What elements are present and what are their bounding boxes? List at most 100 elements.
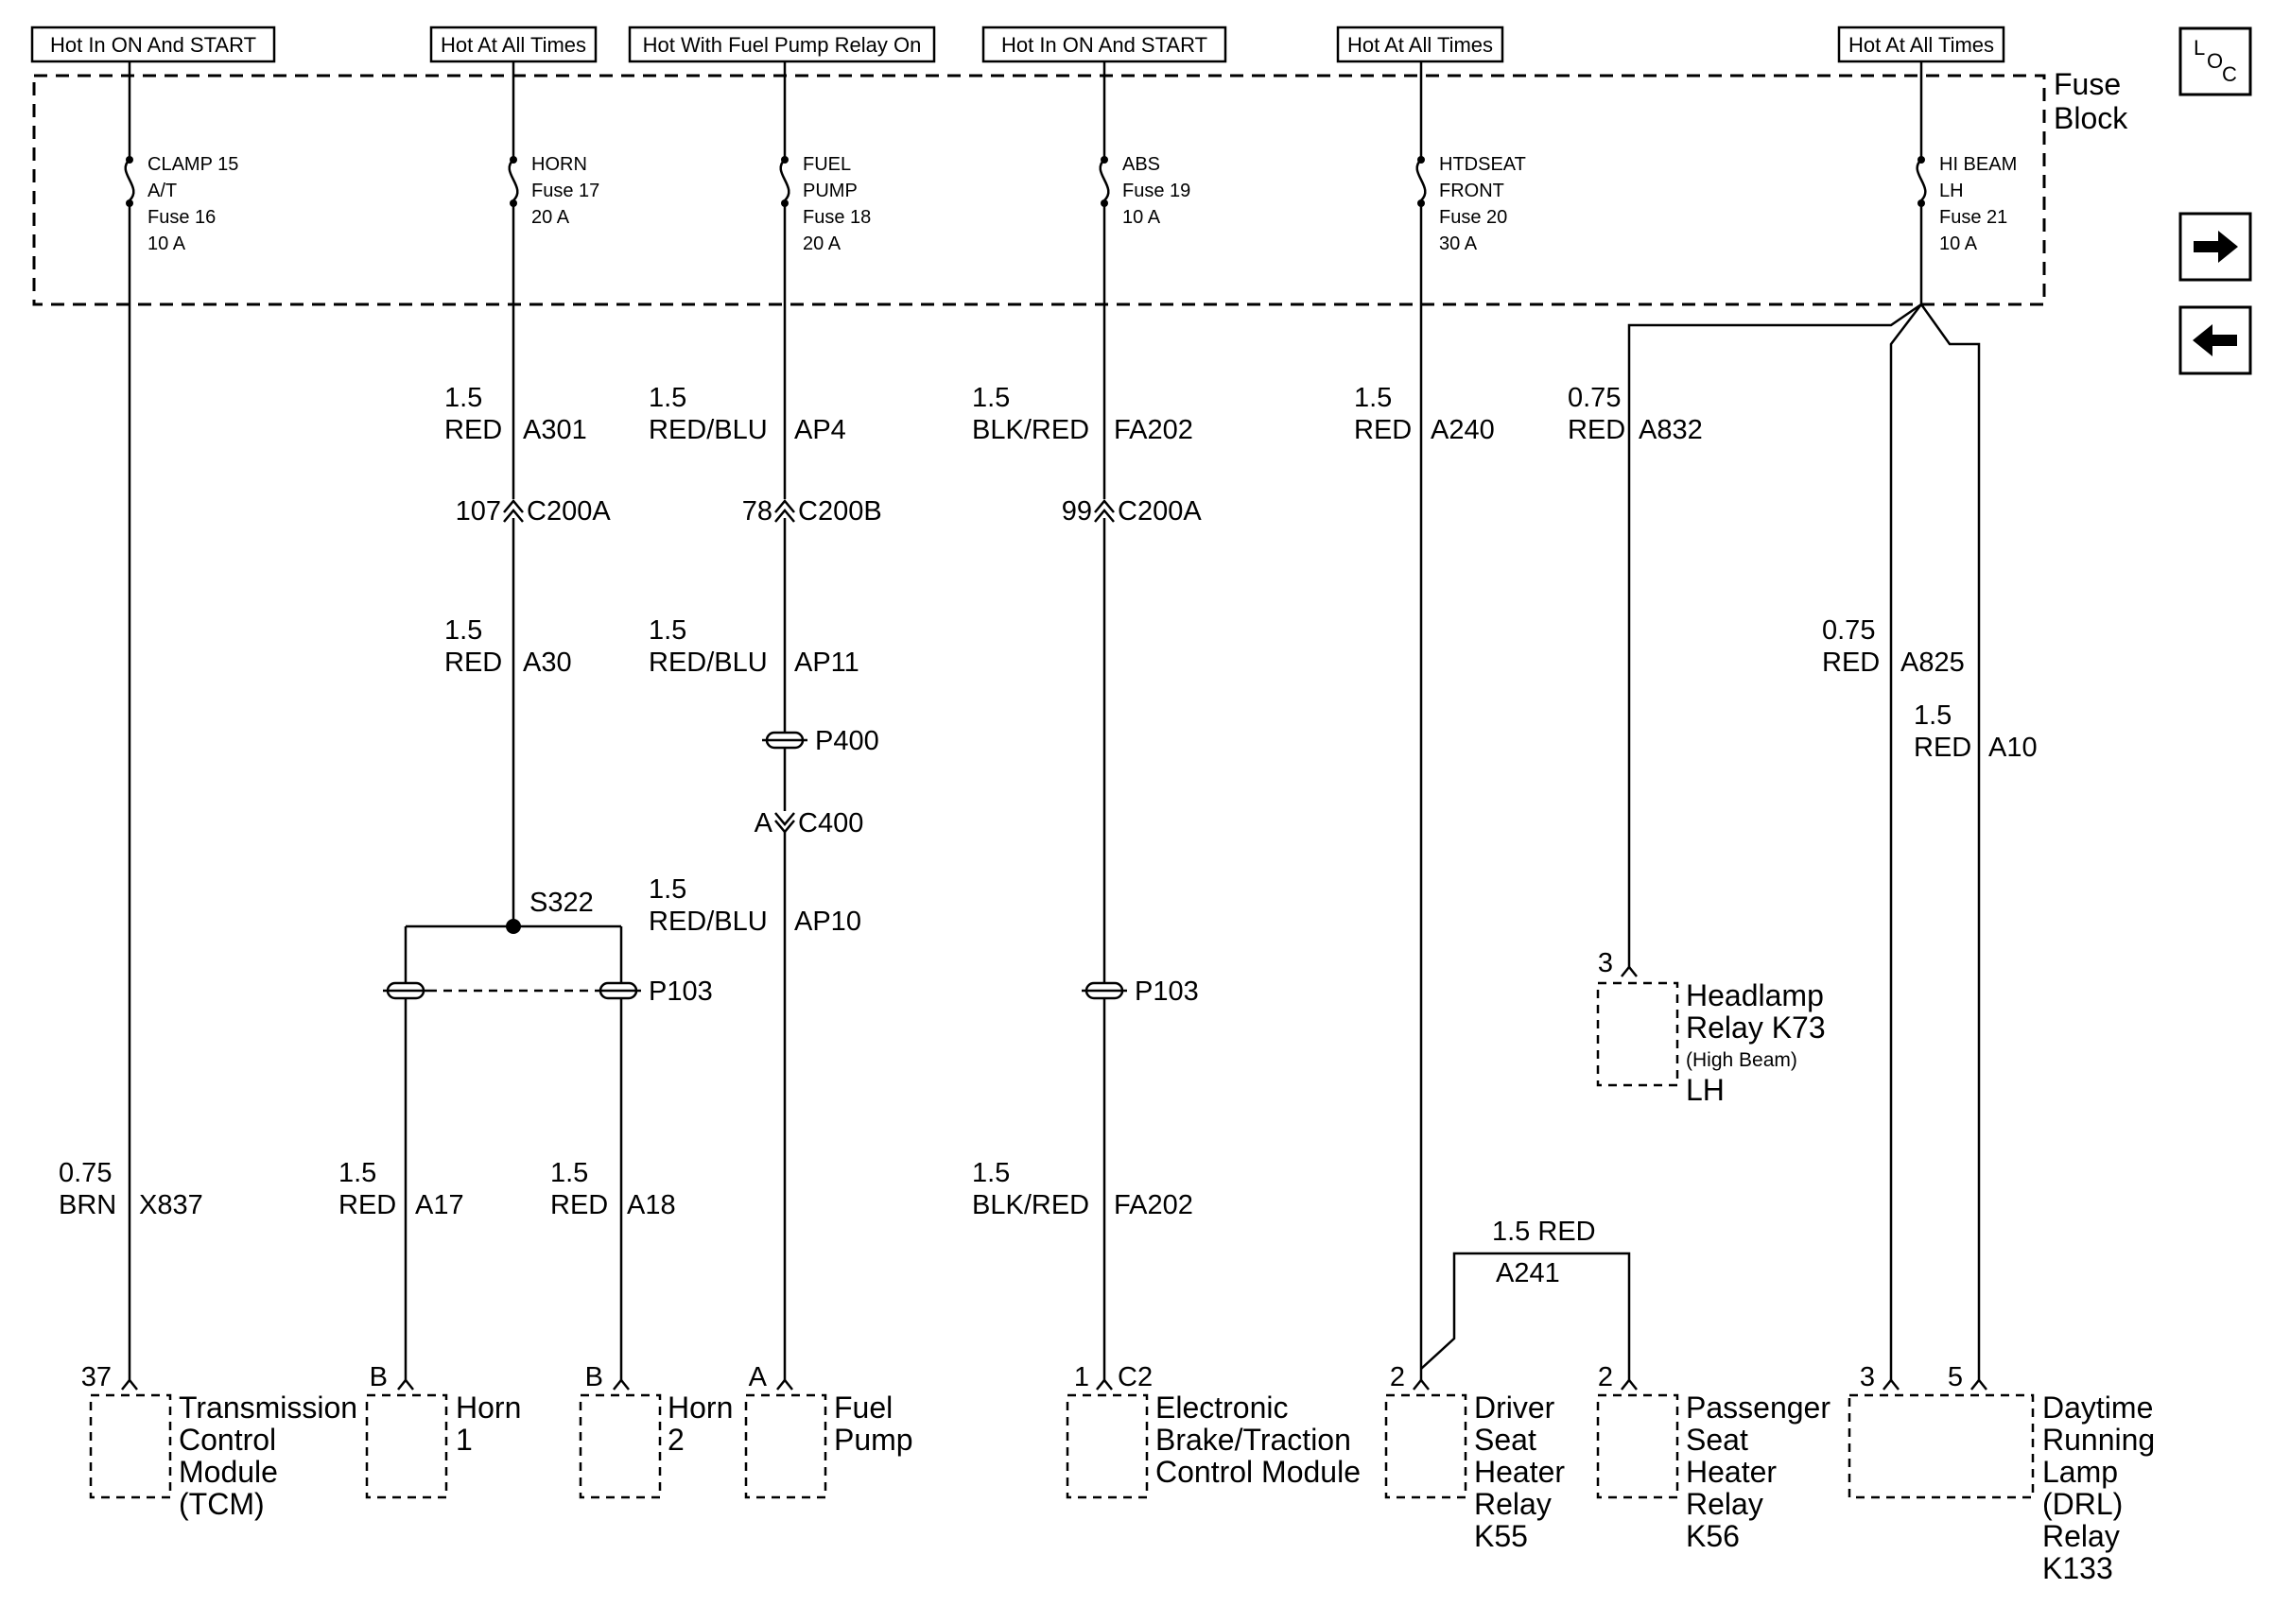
wire-a18-size: 1.5 (550, 1158, 588, 1188)
component-horn-2-line-2: 2 (668, 1423, 685, 1457)
pin-k133-3: 3 (1860, 1362, 1875, 1392)
component-horn-1: Horn 1 (365, 1391, 521, 1499)
pass-through-p400-label: P400 (815, 726, 879, 756)
wire-ap4-circuit: AP4 (794, 415, 846, 445)
wire-a832-circuit: A832 (1639, 415, 1703, 445)
pass-through-p103-horn: P103 (383, 976, 713, 1007)
fuse-20-line-4: 30 A (1439, 233, 1478, 254)
fuse-17-line-3: 20 A (531, 207, 570, 228)
wire-a240-color: RED (1354, 415, 1412, 445)
wire-a301-size: 1.5 (444, 383, 482, 413)
pass-through-p400: P400 (762, 726, 879, 756)
fuse-block-label-2: Block (2054, 101, 2128, 135)
wire-a10 (1919, 303, 1981, 1382)
component-horn-1-line-2: 1 (456, 1423, 473, 1457)
component-k133-line-6: K133 (2042, 1551, 2113, 1585)
wire-a10-circuit: A10 (1988, 733, 2038, 763)
wire-x837-color: BRN (59, 1190, 116, 1220)
pin-ebtcm-1: 1 (1074, 1362, 1089, 1392)
fuse-19-line-3: 10 A (1122, 207, 1161, 228)
pin-tcm-37: 37 (81, 1362, 112, 1392)
connector-c200a-horn-name: C200A (527, 496, 611, 527)
component-k73-line-3: (High Beam) (1686, 1049, 1797, 1071)
loc-button-o: O (2207, 49, 2223, 73)
connector-c400: A C400 (755, 808, 864, 838)
wire-ap4-size: 1.5 (649, 383, 686, 413)
pin-horn1-b: B (370, 1362, 388, 1392)
fuse-block-label-1: Fuse (2054, 67, 2121, 101)
wire-fa202-size: 1.5 (972, 383, 1010, 413)
power-header-4-text: Hot In ON And START (1001, 33, 1207, 57)
wire-fa202-color: BLK/RED (972, 415, 1089, 445)
component-k55-line-2: Seat (1474, 1423, 1536, 1457)
pin-ebtcm-c2: C2 (1118, 1362, 1153, 1392)
component-k56-line-5: K56 (1686, 1519, 1740, 1553)
next-page-button[interactable] (2178, 212, 2252, 282)
component-k55-line-4: Relay (1474, 1487, 1552, 1521)
wire-a832 (1627, 302, 1922, 969)
wire-a30-color: RED (444, 648, 502, 678)
loc-button-l: L (2194, 36, 2205, 60)
power-header-6: Hot At All Times (1837, 26, 2005, 63)
wire-x837-circuit: X837 (139, 1190, 203, 1220)
pin-fuel-pump-a: A (749, 1362, 768, 1392)
fuse-20-line-3: Fuse 20 (1439, 207, 1507, 228)
component-k73-line-2: Relay K73 (1686, 1011, 1826, 1045)
wire-ap10-size: 1.5 (649, 874, 686, 905)
component-tcm-line-4: (TCM) (179, 1487, 265, 1521)
wire-a10-color: RED (1914, 733, 1971, 763)
wire-a825-size: 0.75 (1822, 615, 1875, 646)
connector-c200b: 78 C200B (742, 496, 882, 527)
fuse-18: FUEL PUMP Fuse 18 20 A (779, 61, 871, 254)
prev-page-button[interactable] (2178, 305, 2252, 375)
component-tcm-line-3: Module (179, 1455, 278, 1489)
power-header-5-text: Hot At All Times (1347, 33, 1493, 57)
pass-through-p103-horn-label: P103 (649, 976, 713, 1007)
wire-a825-color: RED (1822, 648, 1880, 678)
fuse-16: CLAMP 15 A/T Fuse 16 10 A (124, 61, 238, 254)
fuse-21-line-1: HI BEAM (1939, 154, 2017, 175)
terminal-arrows (121, 964, 1987, 1391)
component-fuel-pump-line-2: Pump (834, 1423, 913, 1457)
power-header-1-text: Hot In ON And START (50, 33, 256, 57)
fuse-16-line-3: Fuse 16 (147, 207, 216, 228)
connector-c200a-abs-name: C200A (1118, 496, 1202, 527)
power-header-6-text: Hot At All Times (1848, 33, 1994, 57)
pin-k133-5: 5 (1948, 1362, 1963, 1392)
connector-c400-pin: A (755, 808, 773, 838)
connector-c200a-horn: 107 C200A (456, 496, 612, 527)
component-tcm-line-2: Control (179, 1423, 276, 1457)
wire-a825 (1889, 303, 1922, 1382)
fuse-17-line-2: Fuse 17 (531, 181, 599, 201)
component-k133-line-2: Running (2042, 1423, 2155, 1457)
wire-a825-circuit: A825 (1900, 648, 1965, 678)
wire-a18-color: RED (550, 1190, 608, 1220)
component-k56-line-2: Seat (1686, 1423, 1748, 1457)
component-fuel-pump-line-1: Fuel (834, 1391, 893, 1425)
wire-a301-color: RED (444, 415, 502, 445)
pin-k73-3: 3 (1598, 948, 1613, 978)
power-header-2-text: Hot At All Times (441, 33, 586, 57)
fuse-19-line-1: ABS (1122, 154, 1160, 175)
wire-a832-color: RED (1568, 415, 1625, 445)
fuse-21-line-3: Fuse 21 (1939, 207, 2007, 228)
wire-a832-size: 0.75 (1568, 383, 1621, 413)
component-k55-line-3: Heater (1474, 1455, 1565, 1489)
connector-c200b-name: C200B (798, 496, 882, 527)
fuse-17-line-1: HORN (531, 154, 587, 175)
pass-through-p103-abs-label: P103 (1135, 976, 1199, 1007)
fuse-20-line-1: HTDSEAT (1439, 154, 1526, 175)
connector-c400-name: C400 (798, 808, 863, 838)
wire-a241-circuit: A241 (1496, 1258, 1560, 1288)
wire-ap10-circuit: AP10 (794, 907, 861, 937)
wire-a240-circuit: A240 (1431, 415, 1495, 445)
wire-fa202-circuit: FA202 (1114, 415, 1193, 445)
connector-c200b-pin: 78 (742, 496, 772, 527)
wire-a240-size: 1.5 (1354, 383, 1392, 413)
component-k73: Headlamp Relay K73 (High Beam) LH (1596, 978, 1826, 1107)
component-k133-line-1: Daytime (2042, 1391, 2153, 1425)
loc-button[interactable]: L O C (2178, 26, 2252, 96)
component-k133: Daytime Running Lamp (DRL) Relay K133 (1848, 1391, 2155, 1585)
wire-a10-size: 1.5 (1914, 700, 1952, 731)
wire-ap4-color: RED/BLU (649, 415, 768, 445)
